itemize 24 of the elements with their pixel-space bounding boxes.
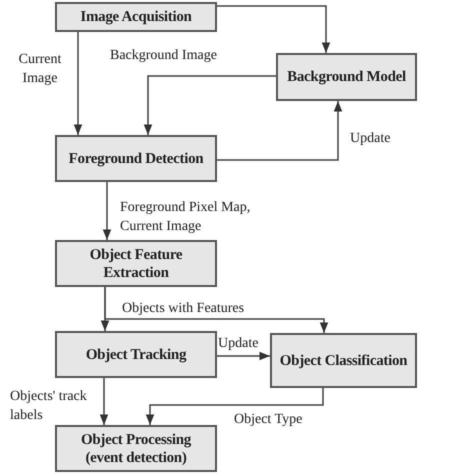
edge-label: Objects with Features — [122, 300, 246, 318]
edge-label: Update — [350, 130, 392, 148]
arrow — [74, 32, 82, 135]
process-box: Image Acquisition — [55, 2, 217, 32]
arrow — [144, 75, 276, 135]
process-box: Object Tracking — [55, 331, 217, 378]
process-box: Object Feature Extraction — [55, 240, 217, 287]
arrow — [146, 388, 324, 425]
arrow — [217, 5, 330, 53]
process-box: Object Classification — [270, 333, 417, 388]
edge-label: Background Image — [110, 47, 218, 65]
process-box: Foreground Detection — [55, 135, 217, 182]
arrow — [217, 352, 270, 360]
edge-label: Foreground Pixel Map, Current Image — [120, 199, 252, 236]
edge-label: Update — [218, 335, 260, 353]
edge-label: Objects' track labels — [10, 388, 88, 425]
process-box: Background Model — [276, 53, 417, 101]
process-box: Object Processing (event detection) — [55, 425, 217, 472]
arrow — [102, 182, 112, 240]
arrow — [217, 101, 342, 161]
edge-label: Object Type — [234, 411, 304, 429]
edge-label: Current Image — [18, 51, 62, 88]
arrow — [100, 378, 108, 425]
arrow — [104, 287, 328, 333]
